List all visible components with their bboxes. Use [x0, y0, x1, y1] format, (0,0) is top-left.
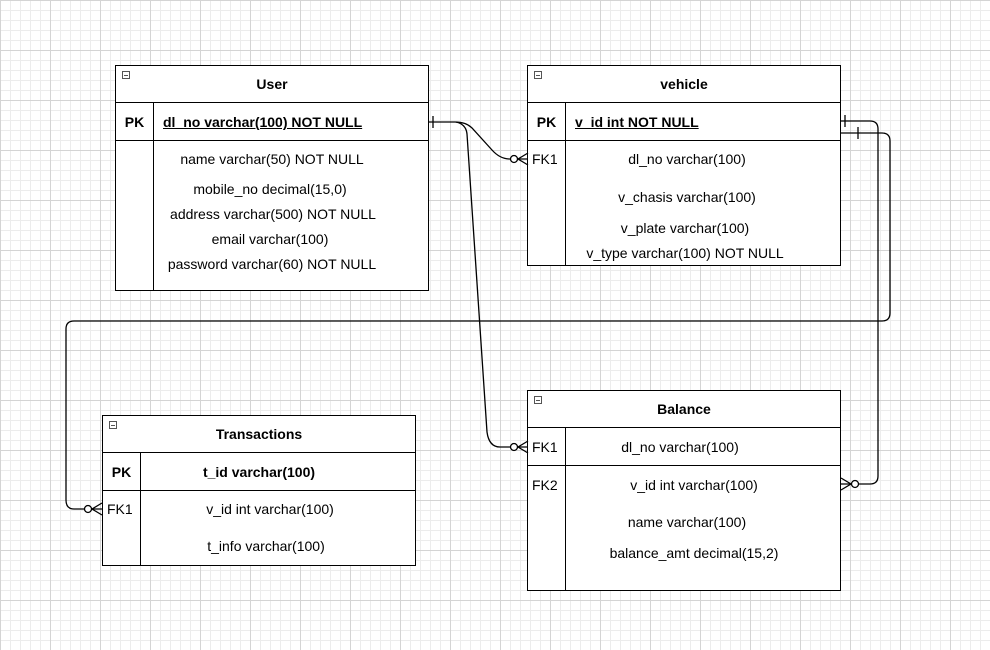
user-table[interactable]: User PK dl_no varchar(100) NOT NULL name… — [115, 65, 429, 291]
fk2-label: FK2 — [532, 477, 558, 493]
user-vehicle-connector — [429, 121, 528, 160]
transactions-pk-field: t_id varchar(100) — [202, 464, 316, 480]
zero-marker — [850, 479, 860, 489]
crows-foot-marker — [90, 502, 103, 516]
user-field-password[interactable]: password varchar(60) NOT NULL — [167, 256, 377, 272]
pk-label: PK — [528, 103, 566, 140]
user-field-mobile[interactable]: mobile_no decimal(15,0) — [193, 181, 347, 197]
key-column: FK1 — [528, 141, 566, 265]
user-field-name[interactable]: name varchar(50) NOT NULL — [180, 151, 364, 167]
transactions-table-title: Transactions — [215, 426, 303, 442]
vehicle-field-type[interactable]: v_type varchar(100) NOT NULL — [586, 245, 784, 261]
transactions-field-t-info[interactable]: t_info varchar(100) — [207, 538, 325, 554]
balance-table[interactable]: Balance FK1 dl_no varchar(100) FK2 v_id … — [527, 390, 841, 591]
user-balance-connector — [455, 121, 528, 448]
fk1-label: FK1 — [532, 151, 558, 167]
user-pk-field: dl_no varchar(100) NOT NULL — [163, 114, 363, 130]
collapse-icon[interactable] — [122, 71, 130, 79]
vehicle-pk-field: v_id int NOT NULL — [575, 114, 699, 130]
vehicle-fields-row: FK1 dl_no varchar(100) v_chasis varchar(… — [528, 141, 840, 265]
crows-foot-marker — [840, 477, 853, 491]
pk-label: PK — [103, 453, 141, 490]
transactions-fields-row: FK1 v_id int varchar(100) t_info varchar… — [103, 491, 415, 565]
vehicle-field-plate[interactable]: v_plate varchar(100) — [620, 220, 750, 236]
balance-field-v-id[interactable]: v_id int varchar(100) — [630, 477, 758, 493]
balance-table-title: Balance — [657, 401, 711, 417]
transactions-table[interactable]: Transactions PK t_id varchar(100) FK1 v_… — [102, 415, 416, 566]
pk-label: PK — [116, 103, 154, 140]
balance-fields-row: FK2 v_id int varchar(100) name varchar(1… — [528, 466, 840, 590]
transactions-table-header[interactable]: Transactions — [103, 416, 415, 453]
vehicle-pk-row[interactable]: PK v_id int NOT NULL — [528, 103, 840, 141]
user-fields-row: name varchar(50) NOT NULL mobile_no deci… — [116, 141, 428, 290]
collapse-icon[interactable] — [534, 396, 542, 404]
collapse-icon[interactable] — [534, 71, 542, 79]
vehicle-table[interactable]: vehicle PK v_id int NOT NULL FK1 dl_no v… — [527, 65, 841, 266]
transactions-pk-row[interactable]: PK t_id varchar(100) — [103, 453, 415, 491]
balance-fk1-row[interactable]: FK1 dl_no varchar(100) — [528, 428, 840, 466]
user-pk-row[interactable]: PK dl_no varchar(100) NOT NULL — [116, 103, 428, 141]
vehicle-field-chasis[interactable]: v_chasis varchar(100) — [618, 189, 756, 205]
balance-field-amount[interactable]: balance_amt decimal(15,2) — [609, 545, 779, 561]
fk1-label: FK1 — [528, 428, 566, 465]
fk1-label: FK1 — [107, 501, 133, 517]
zero-marker — [509, 442, 519, 452]
user-table-header[interactable]: User — [116, 66, 428, 103]
vehicle-table-header[interactable]: vehicle — [528, 66, 840, 103]
key-column: FK2 — [528, 466, 566, 590]
zero-marker — [83, 504, 93, 514]
key-column — [116, 141, 154, 290]
vehicle-table-title: vehicle — [660, 76, 708, 92]
vehicle-field-dl-no[interactable]: dl_no varchar(100) — [628, 151, 746, 167]
balance-field-name[interactable]: name varchar(100) — [627, 514, 747, 530]
key-column: FK1 — [103, 491, 141, 565]
collapse-icon[interactable] — [109, 421, 117, 429]
user-field-email[interactable]: email varchar(100) — [211, 231, 329, 247]
balance-field-dl-no[interactable]: dl_no varchar(100) — [621, 439, 739, 455]
user-table-title: User — [256, 76, 288, 92]
user-field-address[interactable]: address varchar(500) NOT NULL — [170, 206, 376, 222]
balance-table-header[interactable]: Balance — [528, 391, 840, 428]
zero-marker — [509, 154, 519, 164]
vehicle-balance-connector — [841, 120, 879, 485]
transactions-field-v-id[interactable]: v_id int varchar(100) — [206, 501, 334, 517]
